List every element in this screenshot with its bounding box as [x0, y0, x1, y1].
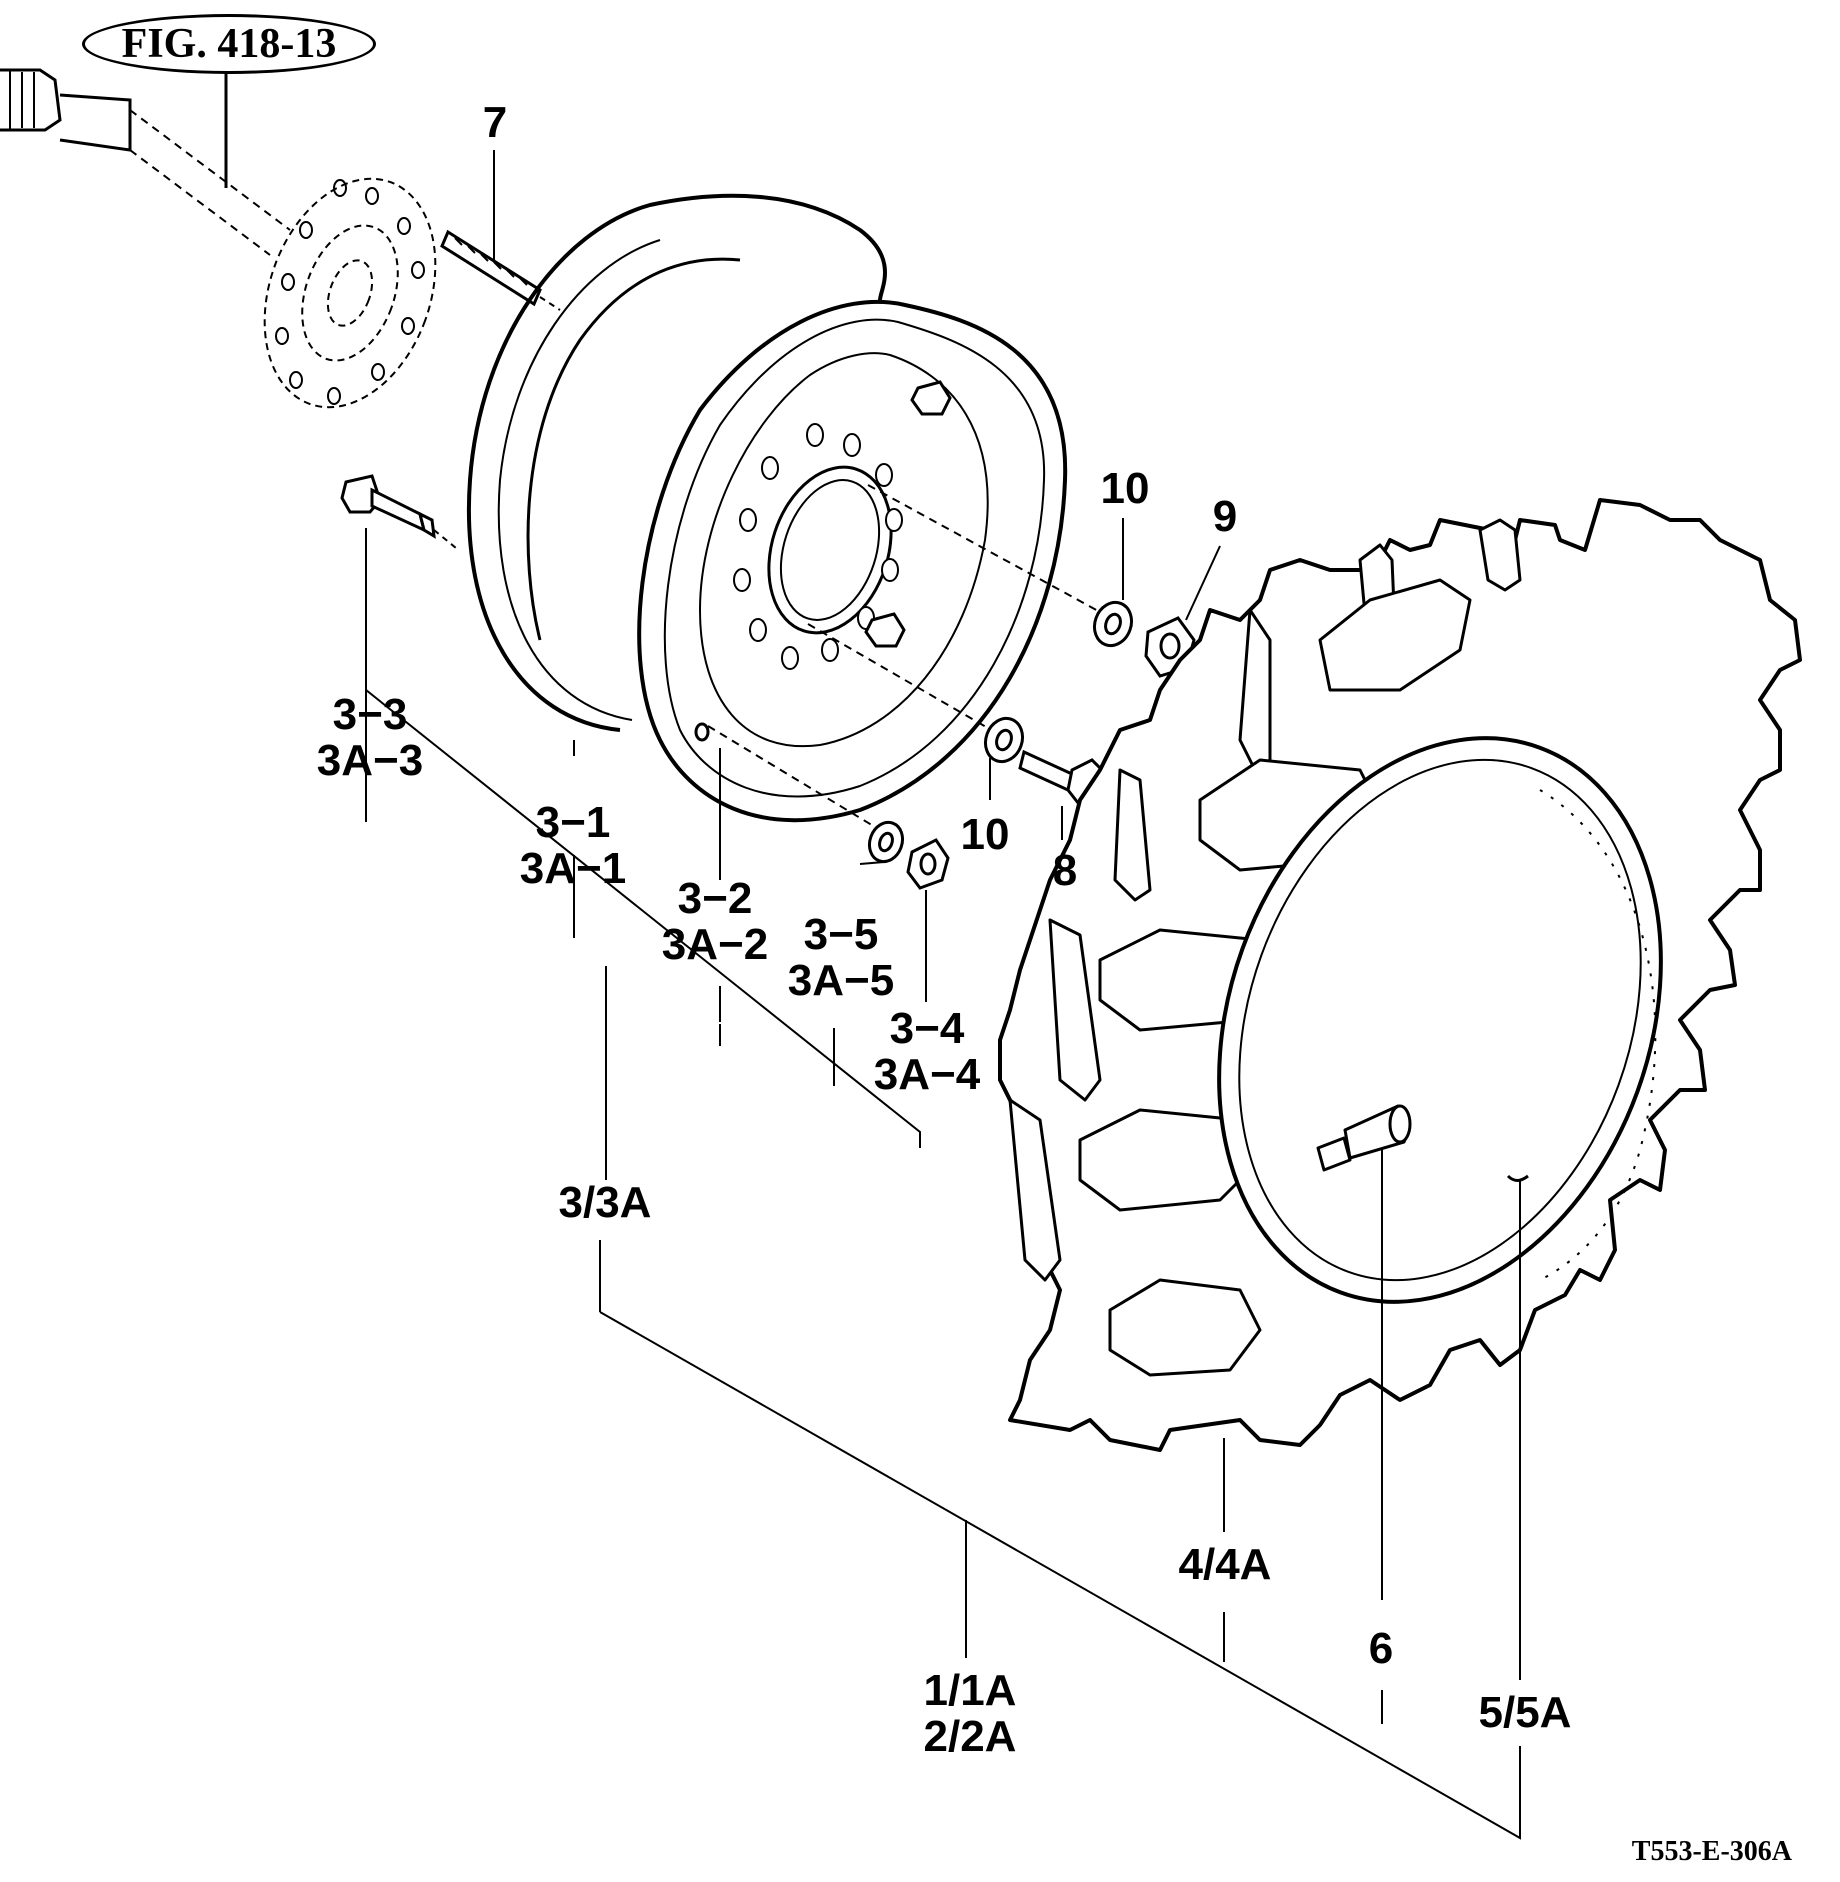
- callout-7: 7: [482, 98, 508, 147]
- callout-10-lower: 10: [960, 810, 1010, 859]
- callout-10-upper: 10: [1100, 464, 1150, 513]
- leader-lines: [365, 150, 1521, 1840]
- callout-3-4-line2: 3A−4: [873, 1050, 981, 1099]
- callout-3-5-line1: 3−5: [803, 910, 879, 959]
- dash-guides: [707, 484, 1101, 831]
- callout-3-1: 3−1 3A−1: [498, 800, 648, 892]
- stud-bolt: [440, 229, 542, 307]
- tractor-tire: [998, 498, 1802, 1452]
- rim-bolt-holes: [733, 423, 903, 670]
- callout-3-2: 3−2 3A−2: [640, 876, 790, 968]
- callout-3-1-line1: 3−1: [535, 798, 611, 847]
- callout-3-1-line2: 3A−1: [519, 844, 627, 893]
- callout-8: 8: [1052, 846, 1078, 895]
- axle-flange: [263, 177, 437, 409]
- callout-3-4-line1: 3−4: [889, 1004, 965, 1053]
- valve-stem: [1316, 1104, 1412, 1172]
- callout-3-4: 3−4 3A−4: [852, 1006, 1002, 1098]
- callout-3-3a: 3/3A: [558, 1178, 652, 1227]
- callout-1-2-line1: 1/1A: [923, 1666, 1017, 1715]
- rim-mount-nuts: [694, 380, 952, 742]
- callout-3-3-line1: 3−3: [332, 690, 408, 739]
- callout-5-5a: 5/5A: [1478, 1688, 1572, 1737]
- hex-bolt: [340, 474, 436, 539]
- callout-3-2-line1: 3−2: [677, 874, 753, 923]
- drawing-code: T553-E-306A: [1631, 1836, 1792, 1867]
- callout-1-2: 1/1A 2/2A: [900, 1668, 1040, 1760]
- axle-shaft: [0, 68, 291, 256]
- wheel-rim: [466, 193, 1068, 823]
- callout-1-2-line2: 2/2A: [923, 1712, 1017, 1761]
- washer: [867, 600, 1134, 864]
- callout-3-3-line2: 3A−3: [316, 736, 424, 785]
- callout-3-5: 3−5 3A−5: [766, 912, 916, 1004]
- callout-3-2-line2: 3A−2: [661, 920, 769, 969]
- callout-4-4a: 4/4A: [1178, 1540, 1272, 1589]
- callout-3-3: 3−3 3A−3: [300, 692, 440, 784]
- fig-reference-badge[interactable]: FIG. 418-13: [82, 14, 376, 74]
- callout-3-5-line2: 3A−5: [787, 956, 895, 1005]
- callout-9: 9: [1212, 492, 1238, 541]
- callout-6: 6: [1368, 1624, 1394, 1673]
- flange-bolt-holes: [275, 179, 425, 405]
